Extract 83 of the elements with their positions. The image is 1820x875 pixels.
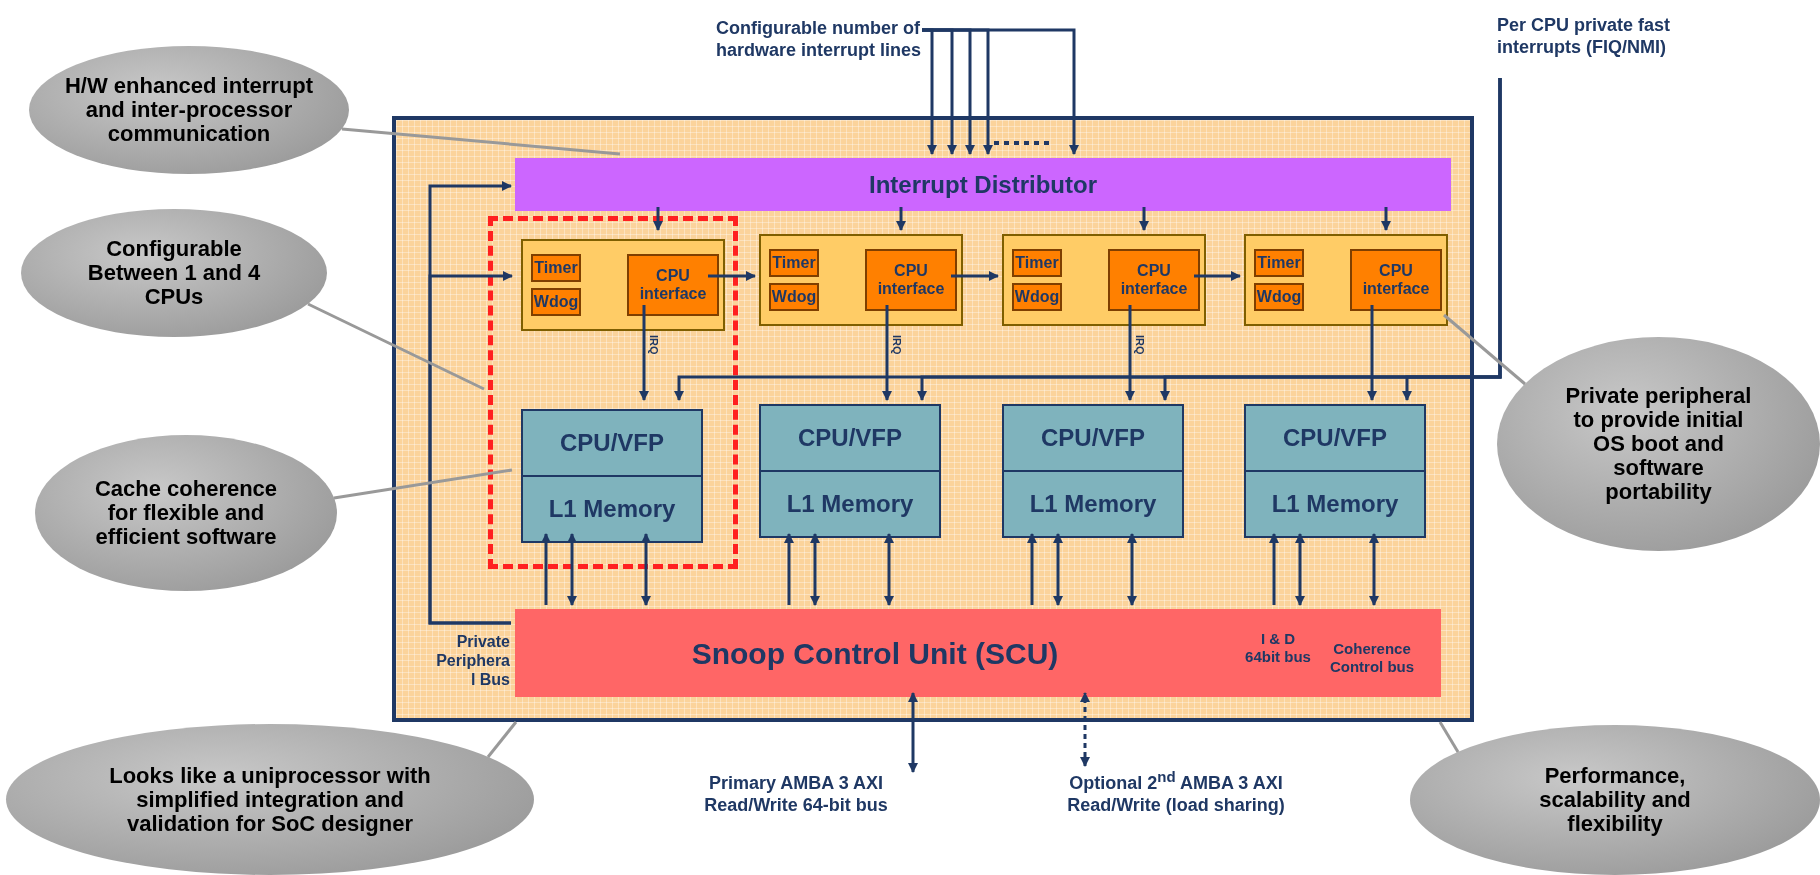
arrow (1027, 533, 1037, 605)
callout-text: Performance, scalability and flexibility (1538, 764, 1692, 836)
cpu-interface-box: CPU interface (865, 249, 957, 311)
arrow (1269, 533, 1279, 605)
watchdog-box: Wdog (769, 283, 819, 311)
callout-text: Cache coherence for flexible and efficient software (93, 477, 279, 549)
processor-label: CPU/VFP (559, 428, 665, 458)
unit-title: Snoop Control Unit (SCU) (690, 635, 1060, 672)
timer-box: Timer (531, 254, 581, 282)
interface-block (521, 239, 725, 331)
input-label: Per CPU private fast interrupts (FIQ/NMI) (1497, 14, 1704, 78)
double-arrow (641, 533, 651, 606)
memory-label: L1 Memory (523, 475, 701, 541)
arrow (1194, 271, 1241, 281)
watchdog-box: Wdog (1254, 283, 1304, 311)
leader-line (486, 721, 518, 758)
arrow (896, 207, 906, 231)
edge-label: Private Periphera l Bus (435, 632, 510, 689)
bus-label: I & D 64bit bus (1244, 629, 1312, 667)
callout-text: Private peripheral to provide initial OS boot and software portability (1564, 384, 1753, 504)
cpu-block (759, 404, 941, 538)
arrow (1139, 207, 1149, 231)
interface-block (1244, 234, 1448, 326)
memory-label: L1 Memory (1004, 470, 1182, 536)
interface-block (759, 234, 963, 326)
distributor-bar: Interrupt Distributor (515, 158, 1451, 211)
double-arrow (1295, 533, 1305, 606)
arrow (951, 271, 999, 281)
edge-label: IRQ (1134, 335, 1146, 355)
leader-line (341, 127, 621, 156)
leader-line (333, 468, 513, 500)
arrow (541, 533, 551, 605)
cpu-interface-box: CPU interface (627, 254, 719, 316)
leader-line (1443, 313, 1526, 386)
arrow (1367, 305, 1377, 401)
interface-block (1002, 234, 1206, 326)
watchdog-box: Wdog (1012, 283, 1062, 311)
dashed-outline (488, 216, 738, 569)
callout-text: H/W enhanced interrupt and inter-processor communication (64, 74, 314, 146)
arrow (708, 271, 756, 281)
double-arrow (908, 692, 918, 773)
arrow (1125, 305, 1135, 401)
cpu-interface-box: CPU interface (1350, 249, 1442, 311)
arrow (1381, 207, 1391, 231)
callout-text: Configurable Between 1 and 4 CPUs (86, 237, 262, 309)
double-arrow (884, 533, 894, 606)
arrow (882, 305, 892, 401)
input-label: Primary AMBA 3 AXI Read/Write 64-bit bus (679, 772, 913, 862)
memory-label: L1 Memory (761, 470, 939, 536)
memory-label: L1 Memory (1246, 470, 1424, 536)
watchdog-box: Wdog (531, 288, 581, 316)
processor-label: CPU/VFP (1282, 423, 1388, 453)
edge-label: IRQ (891, 335, 903, 355)
leader-line (307, 302, 485, 391)
callout-text: Looks like a uniprocessor with simplified integration and validation for SoC designer (108, 763, 432, 836)
arrow (428, 271, 513, 625)
double-arrow (1053, 533, 1063, 606)
arrow (1402, 78, 1502, 401)
arrow (784, 533, 794, 605)
cpu-block (1244, 404, 1426, 538)
scu-block (515, 609, 1441, 697)
double-arrow (567, 533, 577, 606)
cpu-block (521, 409, 703, 543)
dashed-double-arrow (1080, 692, 1090, 767)
processor-label: CPU/VFP (1040, 423, 1146, 453)
input-label: Optional 2$^{nd}$ AMBA 3 AXI Read/Write (load sharing) (1045, 766, 1307, 856)
multicore-block (392, 116, 1474, 722)
timer-box: Timer (769, 249, 819, 277)
arrow (639, 305, 649, 401)
double-arrow (1127, 533, 1137, 606)
timer-box: Timer (1254, 249, 1304, 277)
cpu-interface-box: CPU interface (1108, 249, 1200, 311)
double-arrow (1369, 533, 1379, 606)
input-label: Configurable number of hardware interrupt lines (716, 17, 922, 81)
leader-line (1438, 721, 1460, 753)
bus-label: Coherence Control bus (1328, 639, 1416, 677)
cpu-block (1002, 404, 1184, 538)
double-arrow (810, 533, 820, 606)
timer-box: Timer (1012, 249, 1062, 277)
arrow (922, 28, 1079, 155)
arrow (653, 207, 663, 231)
processor-label: CPU/VFP (797, 423, 903, 453)
edge-label: IRQ (648, 335, 660, 355)
